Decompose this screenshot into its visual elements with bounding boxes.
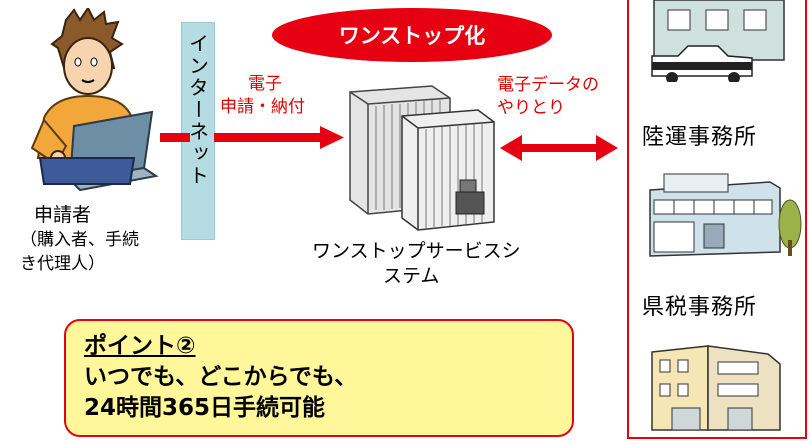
submission-label-line1: 電子 (248, 74, 282, 94)
point-line2: 24時間365日手続可能 (84, 395, 326, 421)
point-heading: ポイント② (84, 333, 196, 359)
applicant-sub-line2: き代理人） (20, 254, 105, 274)
point-line1: いつでも、どこからでも、 (84, 364, 358, 390)
land-transport-office-label: 陸運事務所 (642, 125, 758, 150)
connector-line (160, 133, 190, 142)
data-exchange-label-line2: やりとり (497, 98, 565, 118)
one-stop-banner: ワンストップ化 (272, 8, 552, 62)
person-with-laptop-icon (30, 8, 159, 192)
system-label-line1: ワンストップサービスシ (312, 240, 521, 262)
internet-label: インターネット (185, 33, 210, 187)
point-callout: ポイント② いつでも、どこからでも、 24時間365日手続可能 (64, 319, 574, 437)
system-label-line2: ステム (383, 265, 440, 287)
data-exchange-arrow (500, 135, 618, 161)
tax-office-building-icon (651, 345, 781, 431)
applicant-sub-line1: （購入者、手続 (20, 230, 139, 250)
police-station-icon (651, 0, 785, 82)
data-exchange-label-line1: 電子データの (497, 75, 599, 95)
office-building-icon (649, 173, 802, 257)
server-rack-icon (349, 85, 495, 231)
applicant-title: 申請者 (34, 204, 92, 226)
prefectural-tax-office-label: 県税事務所 (642, 295, 758, 320)
submission-arrow (214, 126, 344, 149)
submission-label-line2: 申請・納付 (220, 97, 305, 117)
internet-bar: インターネット (181, 22, 215, 240)
